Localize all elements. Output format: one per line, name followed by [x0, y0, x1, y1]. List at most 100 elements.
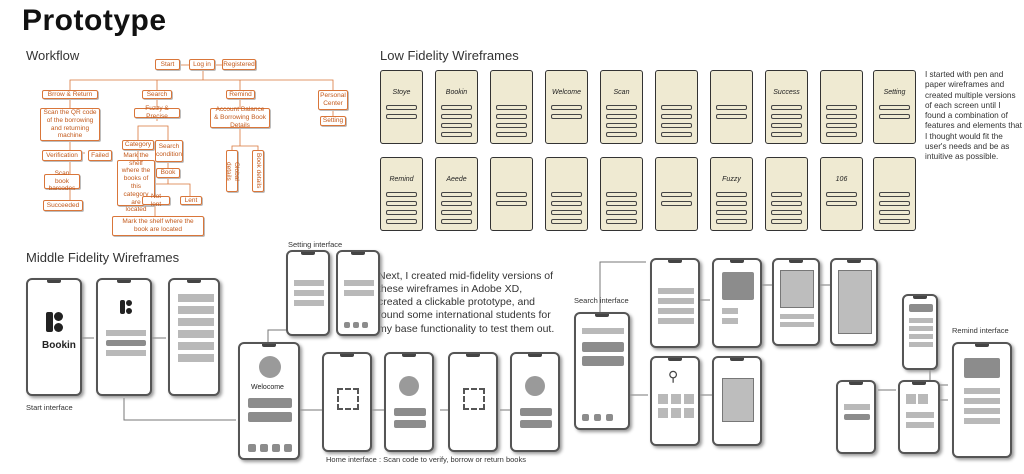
- sketch-line: [386, 114, 417, 119]
- flow-scan-barcodes: Scan book barcodes: [44, 170, 80, 192]
- phone-map-1: [772, 258, 820, 346]
- search-icon: ⚲: [668, 368, 679, 384]
- flow-setting: Setting: [320, 116, 346, 126]
- sketch-line: [661, 105, 692, 110]
- welcome-text: Welocome: [251, 384, 284, 391]
- sketch-card: [600, 157, 643, 231]
- sketch-line: [441, 105, 472, 110]
- low-fidelity-heading: Low Fidelity Wireframes: [380, 48, 519, 63]
- sketch-line: [606, 105, 637, 110]
- mid-fidelity-description: Next, I created mid-fidelity versions of…: [378, 270, 555, 335]
- sketch-line: [551, 219, 582, 224]
- flow-account-balance: Account Balance & Borrowing Book Details: [210, 106, 270, 129]
- sketch-line: [606, 210, 637, 215]
- phone-search: [574, 312, 630, 430]
- phone-start: Bookin: [26, 278, 82, 396]
- sketch-line: [496, 192, 527, 197]
- sketch-line: [441, 201, 472, 206]
- phone-setting-1: [286, 250, 330, 336]
- sketch-line: [606, 219, 637, 224]
- sketch-line: [661, 114, 692, 119]
- sketch-line: [441, 219, 472, 224]
- page-title: Prototype: [22, 4, 167, 37]
- sketch-line: [879, 105, 910, 110]
- flow-global-details: Global details: [225, 150, 240, 192]
- phone-scan-3: [448, 352, 498, 452]
- sketch-line: [441, 114, 472, 119]
- sketch-line: [879, 219, 910, 224]
- sketch-card: Success: [765, 70, 808, 144]
- flow-registered: Registered: [222, 59, 256, 70]
- flow-mark-book: Mark the shelf where the book are locate…: [112, 216, 204, 236]
- phone-scan-1: [322, 352, 372, 452]
- sketch-line: [606, 201, 637, 206]
- flow-failed: Failed: [88, 150, 112, 161]
- sketch-line: [661, 132, 692, 137]
- sketch-line: [771, 132, 802, 137]
- sketch-card: [710, 70, 753, 144]
- sketch-line: [441, 123, 472, 128]
- remind-interface-label: Remind interface: [952, 326, 1009, 335]
- phone-remind-main: [952, 342, 1012, 458]
- sketch-line: [716, 201, 747, 206]
- sketch-card: Fuzzy: [710, 157, 753, 231]
- sketch-card: Welcome: [545, 70, 588, 144]
- phone-remind-list: [902, 294, 938, 370]
- sketch-line: [716, 192, 747, 197]
- sketch-card: [490, 70, 533, 144]
- sketch-card: [655, 157, 698, 231]
- sketch-line: [551, 105, 582, 110]
- flow-not-lent: Not lent: [142, 193, 170, 208]
- phone-shelf-map: [712, 356, 762, 446]
- sketch-line: [771, 210, 802, 215]
- sketch-line: [386, 210, 417, 215]
- sketch-line: [716, 114, 747, 119]
- sketch-line: [879, 192, 910, 197]
- sketch-card: Bookin: [435, 70, 478, 144]
- sketch-line: [496, 105, 527, 110]
- phone-scan-2: [384, 352, 434, 452]
- sketch-line: [826, 123, 857, 128]
- sketch-line: [879, 114, 910, 119]
- flow-search-condition: Search condition: [155, 140, 183, 162]
- sketch-caption: Fuzzy: [722, 176, 741, 183]
- phone-remind-detail: [836, 380, 876, 454]
- flow-remind: Remind: [226, 90, 255, 99]
- flow-book-details: Book details: [252, 150, 264, 192]
- sketch-line: [496, 132, 527, 137]
- sketch-line: [771, 123, 802, 128]
- sketch-card: [490, 157, 533, 231]
- sketch-line: [661, 201, 692, 206]
- mid-fidelity-heading: Middle Fidelity Wireframes: [26, 250, 180, 265]
- scan-frame-icon: [463, 388, 485, 410]
- sketch-caption: Success: [773, 89, 800, 96]
- flow-book: Book: [156, 168, 180, 178]
- sketch-line: [606, 123, 637, 128]
- sketch-caption: 106: [835, 176, 848, 183]
- flow-personal-center: Personal Center: [318, 90, 348, 110]
- sketch-line: [661, 123, 692, 128]
- sketch-line: [716, 210, 747, 215]
- sketch-card: Setting: [873, 70, 916, 144]
- phone-search-results: [650, 258, 700, 348]
- sketch-line: [716, 219, 747, 224]
- flow-category: Category: [122, 140, 154, 150]
- sketch-line: [879, 210, 910, 215]
- flow-fuzzy-precise: Fuzzy & Precise: [134, 105, 180, 120]
- flow-login: Log in: [189, 59, 215, 70]
- sketch-line: [606, 132, 637, 137]
- sketch-caption: Setting: [883, 89, 906, 96]
- sketch-line: [551, 192, 582, 197]
- flow-verification: Verification: [42, 150, 82, 161]
- sketch-caption: Stoye: [392, 89, 411, 96]
- flow-scan-qr: Scan the QR code of the borrowing and re…: [40, 108, 100, 141]
- scan-frame-icon: [337, 388, 359, 410]
- sketch-card: [545, 157, 588, 231]
- sketch-line: [879, 201, 910, 206]
- home-interface-label: Home interface : Scan code to verify, bo…: [326, 455, 526, 464]
- sketch-card: Stoye: [380, 70, 423, 144]
- sketch-line: [771, 219, 802, 224]
- sketch-line: [441, 132, 472, 137]
- sketch-caption: Welcome: [551, 89, 582, 96]
